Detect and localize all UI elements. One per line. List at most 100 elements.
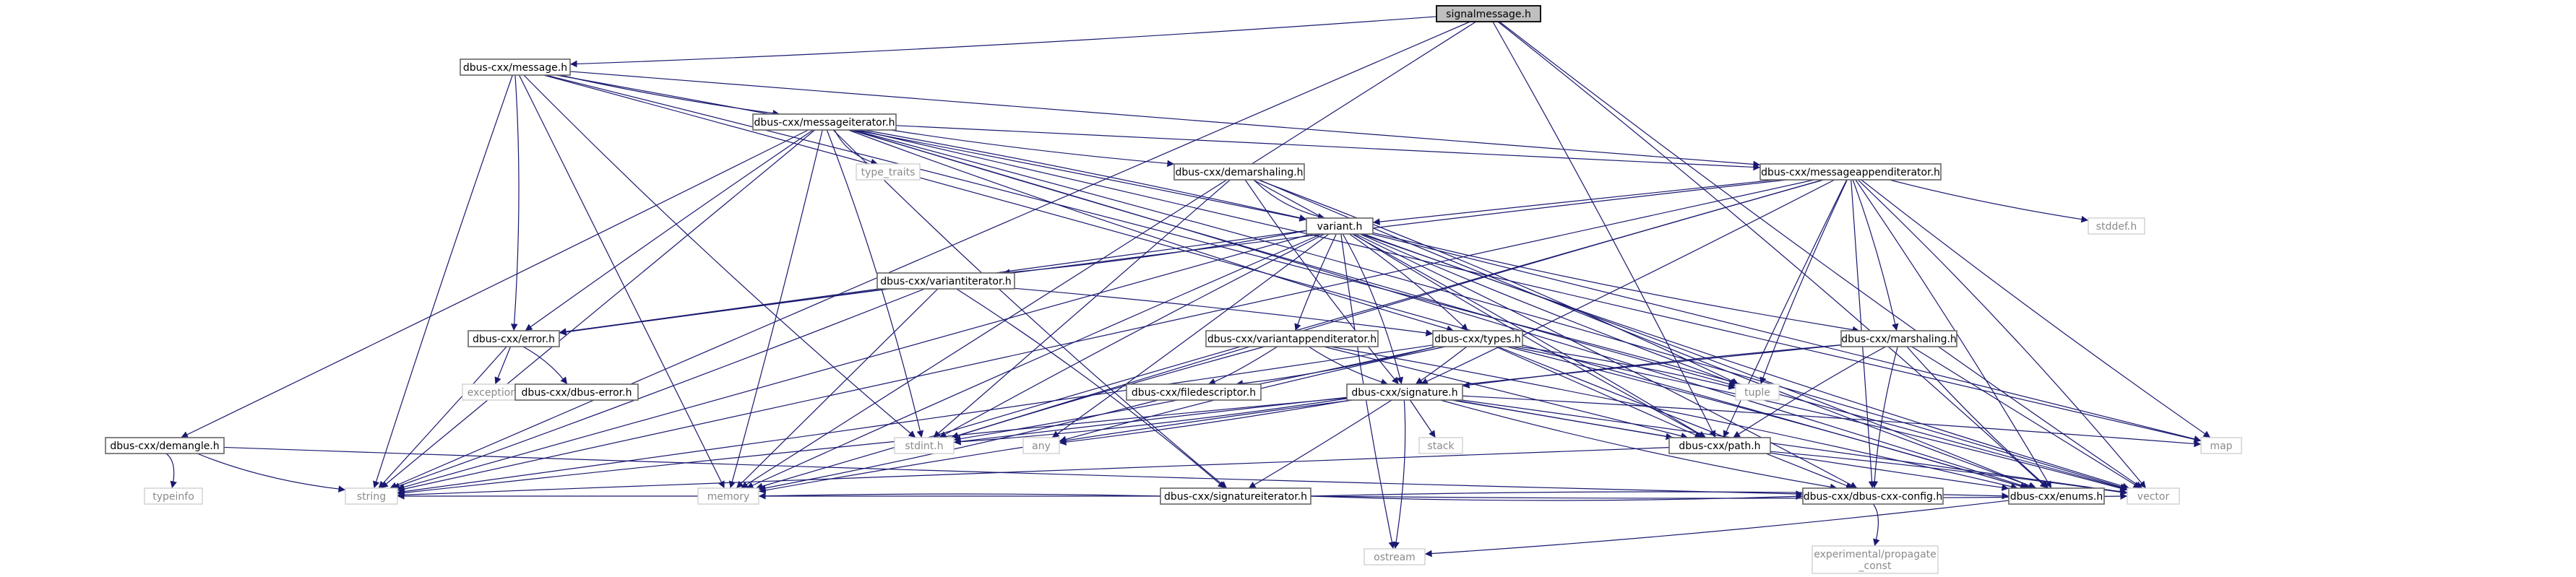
node-stdint-box <box>894 437 955 454</box>
node-signatureiterator-label: dbus-cxx/signatureiterator.h <box>1164 491 1307 503</box>
edge-marshaling-to-enums <box>1906 346 2049 489</box>
node-vector-box <box>2127 487 2180 505</box>
edge-variant-to-tuple <box>1359 233 1738 386</box>
edge-error-to-exception <box>494 346 512 385</box>
node-demarshaling[interactable]: dbus-cxx/demarshaling.h <box>1173 163 1305 181</box>
edge-signature-to-stack <box>1409 399 1436 438</box>
edge-messageiterator-to-memory <box>728 129 823 489</box>
node-demangle[interactable]: dbus-cxx/demangle.h <box>105 437 225 454</box>
edge-messageappenditerator-to-stddef <box>1889 179 2089 223</box>
node-signalmessage[interactable]: signalmessage.h <box>1436 5 1541 22</box>
node-tuple-label: tuple <box>1744 387 1770 399</box>
edge-demarshaling-to-variant <box>1253 179 1325 220</box>
node-ostream-label: ostream <box>1374 552 1416 563</box>
edge-demarshaling-to-tuple <box>1257 179 1739 385</box>
node-variant-label: variant.h <box>1317 221 1363 233</box>
node-stdint-label: stdint.h <box>905 441 943 452</box>
nodes-layer: signalmessage.h dbus-cxx/message.h dbus-cx… <box>105 5 2242 574</box>
edge-messageiterator-to-messageappenditerator <box>895 125 1761 171</box>
edge-types-to-path <box>1495 346 1702 438</box>
node-exception: exception <box>462 383 522 401</box>
edge-message-to-variant <box>556 74 1307 222</box>
edge-error-to-dbus_error <box>522 346 568 385</box>
edge-variantappenditerator-to-signature <box>1308 346 1388 386</box>
edge-signalmessage-to-memory <box>740 21 1477 489</box>
node-types-box <box>1432 330 1523 347</box>
edge-messageiterator-to-vector <box>852 129 2128 490</box>
node-vector: vector <box>2127 487 2180 505</box>
edge-messageappenditerator-to-string <box>397 179 1814 493</box>
node-config-label: dbus-cxx/dbus-cxx-config.h <box>1804 491 1942 503</box>
node-dbus_error-box <box>514 383 639 401</box>
node-vector-label: vector <box>2137 491 2170 503</box>
node-messageiterator-label: dbus-cxx/messageiterator.h <box>754 117 895 129</box>
edge-demangle-to-typeinfo <box>165 453 177 489</box>
node-message[interactable]: dbus-cxx/message.h <box>460 58 571 76</box>
edge-signature-to-stdint <box>953 398 1348 446</box>
node-types-label: dbus-cxx/types.h <box>1434 334 1521 345</box>
node-messageiterator[interactable]: dbus-cxx/messageiterator.h <box>752 113 897 131</box>
node-propagate_const-box <box>1812 545 1939 574</box>
edge-messageiterator-to-enums <box>850 129 2030 490</box>
node-enums-box <box>2008 487 2105 505</box>
edge-types-to-config <box>1497 346 1853 489</box>
node-types[interactable]: dbus-cxx/types.h <box>1432 330 1523 347</box>
node-stddef-box <box>2088 217 2145 235</box>
node-type_traits: type_traits <box>856 163 921 181</box>
node-signature[interactable]: dbus-cxx/signature.h <box>1346 383 1463 401</box>
node-ostream-box <box>1364 548 1426 565</box>
edge-variant-to-config <box>1355 233 1858 489</box>
node-messageappenditerator-box <box>1759 163 1942 181</box>
node-memory-box <box>697 487 759 505</box>
node-memory: memory <box>697 487 759 505</box>
edge-types-to-signature <box>1415 346 1468 385</box>
node-typeinfo-box <box>144 487 203 505</box>
edge-variant-to-types <box>1349 233 1468 331</box>
edge-signalmessage-to-enums <box>1497 21 2048 489</box>
node-signature-label: dbus-cxx/signature.h <box>1351 387 1457 399</box>
edge-messageiterator-to-demarshaling <box>890 129 1175 168</box>
node-demangle-box <box>105 437 225 454</box>
edge-signature-to-vector <box>1462 399 2128 495</box>
node-string-label: string <box>357 491 386 503</box>
edge-demarshaling-to-signature <box>1244 179 1400 385</box>
edge-variantiterator-to-types <box>1014 287 1434 337</box>
edge-messageappenditerator-to-path <box>1723 179 1848 438</box>
node-filedescriptor-label: dbus-cxx/filedescriptor.h <box>1132 387 1256 399</box>
node-stack-box <box>1418 437 1463 454</box>
node-dbus_error[interactable]: dbus-cxx/dbus-error.h <box>514 383 639 401</box>
edge-filedescriptor-to-memory <box>758 399 1158 492</box>
node-message-box <box>460 58 571 76</box>
node-variantiterator[interactable]: dbus-cxx/variantiterator.h <box>876 272 1015 290</box>
node-filedescriptor[interactable]: dbus-cxx/filedescriptor.h <box>1126 383 1262 401</box>
node-marshaling-label: dbus-cxx/marshaling.h <box>1841 334 1957 345</box>
node-demarshaling-box <box>1173 163 1305 181</box>
node-messageappenditerator[interactable]: dbus-cxx/messageappenditerator.h <box>1759 163 1942 181</box>
edge-path-to-vector <box>1770 451 2128 496</box>
node-error[interactable]: dbus-cxx/error.h <box>468 330 560 347</box>
node-dbus_error-label: dbus-cxx/dbus-error.h <box>522 387 632 399</box>
edge-variant-to-vector <box>1363 233 2130 490</box>
node-signatureiterator[interactable]: dbus-cxx/signatureiterator.h <box>1160 487 1311 505</box>
node-stack-label: stack <box>1427 441 1455 452</box>
node-path[interactable]: dbus-cxx/path.h <box>1668 437 1771 454</box>
node-variantappenditerator[interactable]: dbus-cxx/variantappenditerator.h <box>1205 330 1379 347</box>
edge-marshaling-to-path <box>1733 346 1886 438</box>
node-map: map <box>2200 437 2242 454</box>
node-string: string <box>345 487 398 505</box>
node-any: any <box>1022 437 1060 454</box>
node-type_traits-box <box>856 163 921 181</box>
node-typeinfo: typeinfo <box>144 487 203 505</box>
edge-signature-to-ostream <box>1392 399 1406 550</box>
edge-signature-to-any <box>1059 399 1351 446</box>
node-marshaling[interactable]: dbus-cxx/marshaling.h <box>1840 330 1957 347</box>
node-enums[interactable]: dbus-cxx/enums.h <box>2008 487 2105 505</box>
node-config[interactable]: dbus-cxx/dbus-cxx-config.h <box>1802 487 1944 505</box>
node-stack: stack <box>1418 437 1463 454</box>
edge-messageappenditerator-to-tuple <box>1759 179 1848 385</box>
node-variant[interactable]: variant.h <box>1306 217 1374 235</box>
edge-variant-to-stdint <box>939 233 1325 438</box>
edge-types-to-string <box>397 344 1434 495</box>
node-signatureiterator-box <box>1160 487 1311 505</box>
